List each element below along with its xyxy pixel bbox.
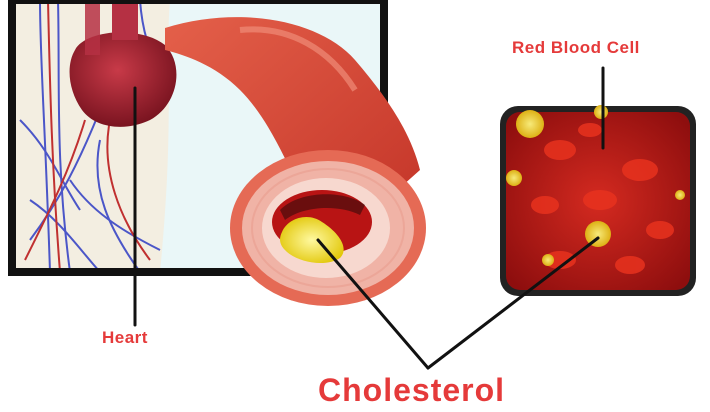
cholesterol-label: Cholesterol — [318, 372, 505, 409]
heart-vessel-left — [85, 0, 100, 55]
heart-vessel-top — [112, 0, 138, 40]
heart-label: Heart — [102, 328, 148, 348]
red-blood-cell-panel — [500, 105, 696, 296]
red-blood-cell-label: Red Blood Cell — [512, 38, 640, 58]
